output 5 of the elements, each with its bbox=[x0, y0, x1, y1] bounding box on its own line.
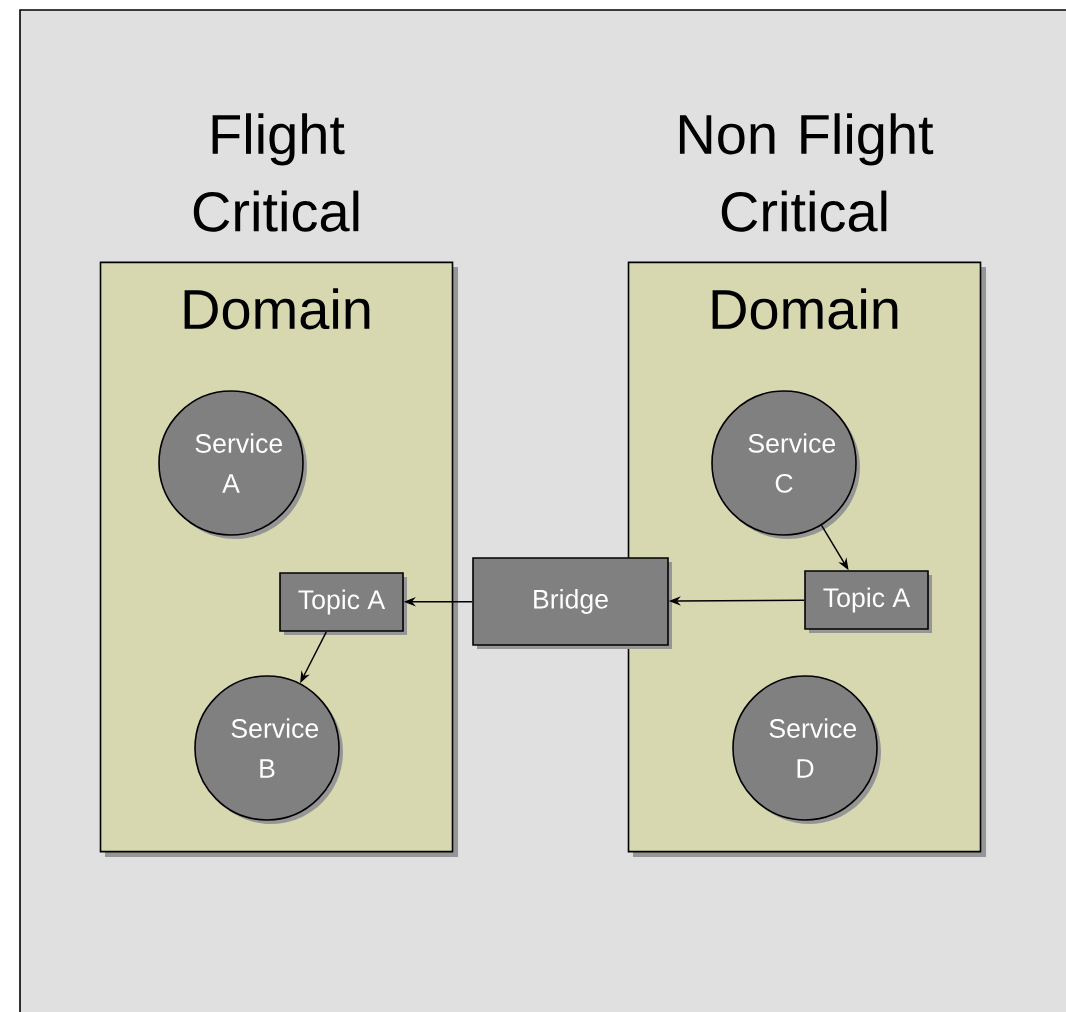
process-box: Bridge bbox=[472, 557, 672, 649]
domain-title: Flight Critical bbox=[193, 113, 359, 232]
process-box: Topic A bbox=[804, 570, 932, 633]
domain-title: Non Flight Critical bbox=[679, 113, 934, 232]
process-box: Topic A bbox=[279, 572, 407, 635]
